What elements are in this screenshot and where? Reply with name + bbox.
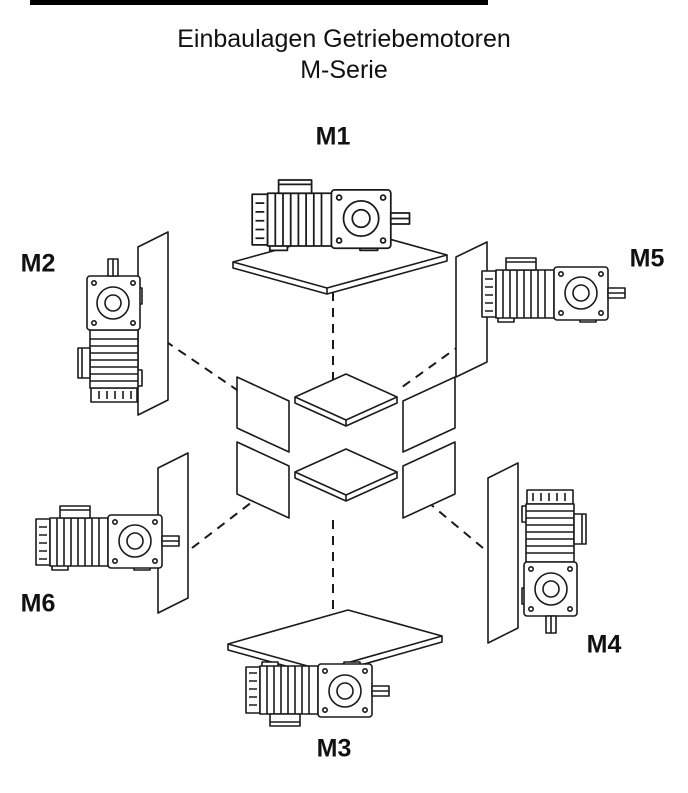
gearmotor-m1 bbox=[251, 179, 411, 252]
gearmotor-m5 bbox=[481, 257, 626, 323]
title-line1: Einbaulagen Getriebemotoren bbox=[177, 25, 511, 53]
page-title: Einbaulagen Getriebemotoren M-Serie bbox=[0, 24, 688, 86]
gearmotor-m3 bbox=[245, 661, 390, 727]
cube-face-upper-right bbox=[402, 376, 456, 453]
label-m3: M3 bbox=[316, 734, 352, 763]
mounting-plate-m3 bbox=[227, 609, 443, 671]
position-m4 bbox=[487, 462, 587, 644]
gearmotor-m2 bbox=[77, 258, 143, 403]
gearmotor-m4 bbox=[521, 489, 587, 634]
label-m6: M6 bbox=[20, 589, 56, 618]
reference-cube bbox=[236, 373, 456, 519]
mounting-plate-m2 bbox=[137, 231, 169, 416]
connector-m4 bbox=[422, 497, 484, 549]
diagram-graphics bbox=[35, 179, 626, 727]
position-m1 bbox=[232, 179, 448, 295]
top-edge-artifact bbox=[30, 0, 488, 5]
label-m1: M1 bbox=[315, 122, 351, 151]
position-m5 bbox=[455, 241, 626, 378]
label-m4: M4 bbox=[586, 630, 622, 659]
connector-m5 bbox=[397, 343, 463, 391]
label-m5: M5 bbox=[629, 244, 665, 273]
cube-face-upper-left bbox=[236, 376, 290, 453]
connector-m6 bbox=[191, 501, 253, 549]
cube-face-lower-right bbox=[402, 441, 456, 519]
position-m3 bbox=[227, 609, 443, 727]
cube-face-top bbox=[294, 373, 398, 421]
cube-face-bottom bbox=[294, 448, 398, 496]
gearmotor-m6 bbox=[35, 505, 180, 571]
position-m6 bbox=[35, 452, 189, 614]
position-m2 bbox=[77, 231, 169, 416]
mounting-plate-m4 bbox=[487, 462, 519, 644]
label-m2: M2 bbox=[20, 249, 56, 278]
title-line2: M-Serie bbox=[300, 56, 388, 84]
mounting-plate-m5 bbox=[455, 241, 488, 378]
cube-face-lower-left bbox=[236, 441, 290, 519]
